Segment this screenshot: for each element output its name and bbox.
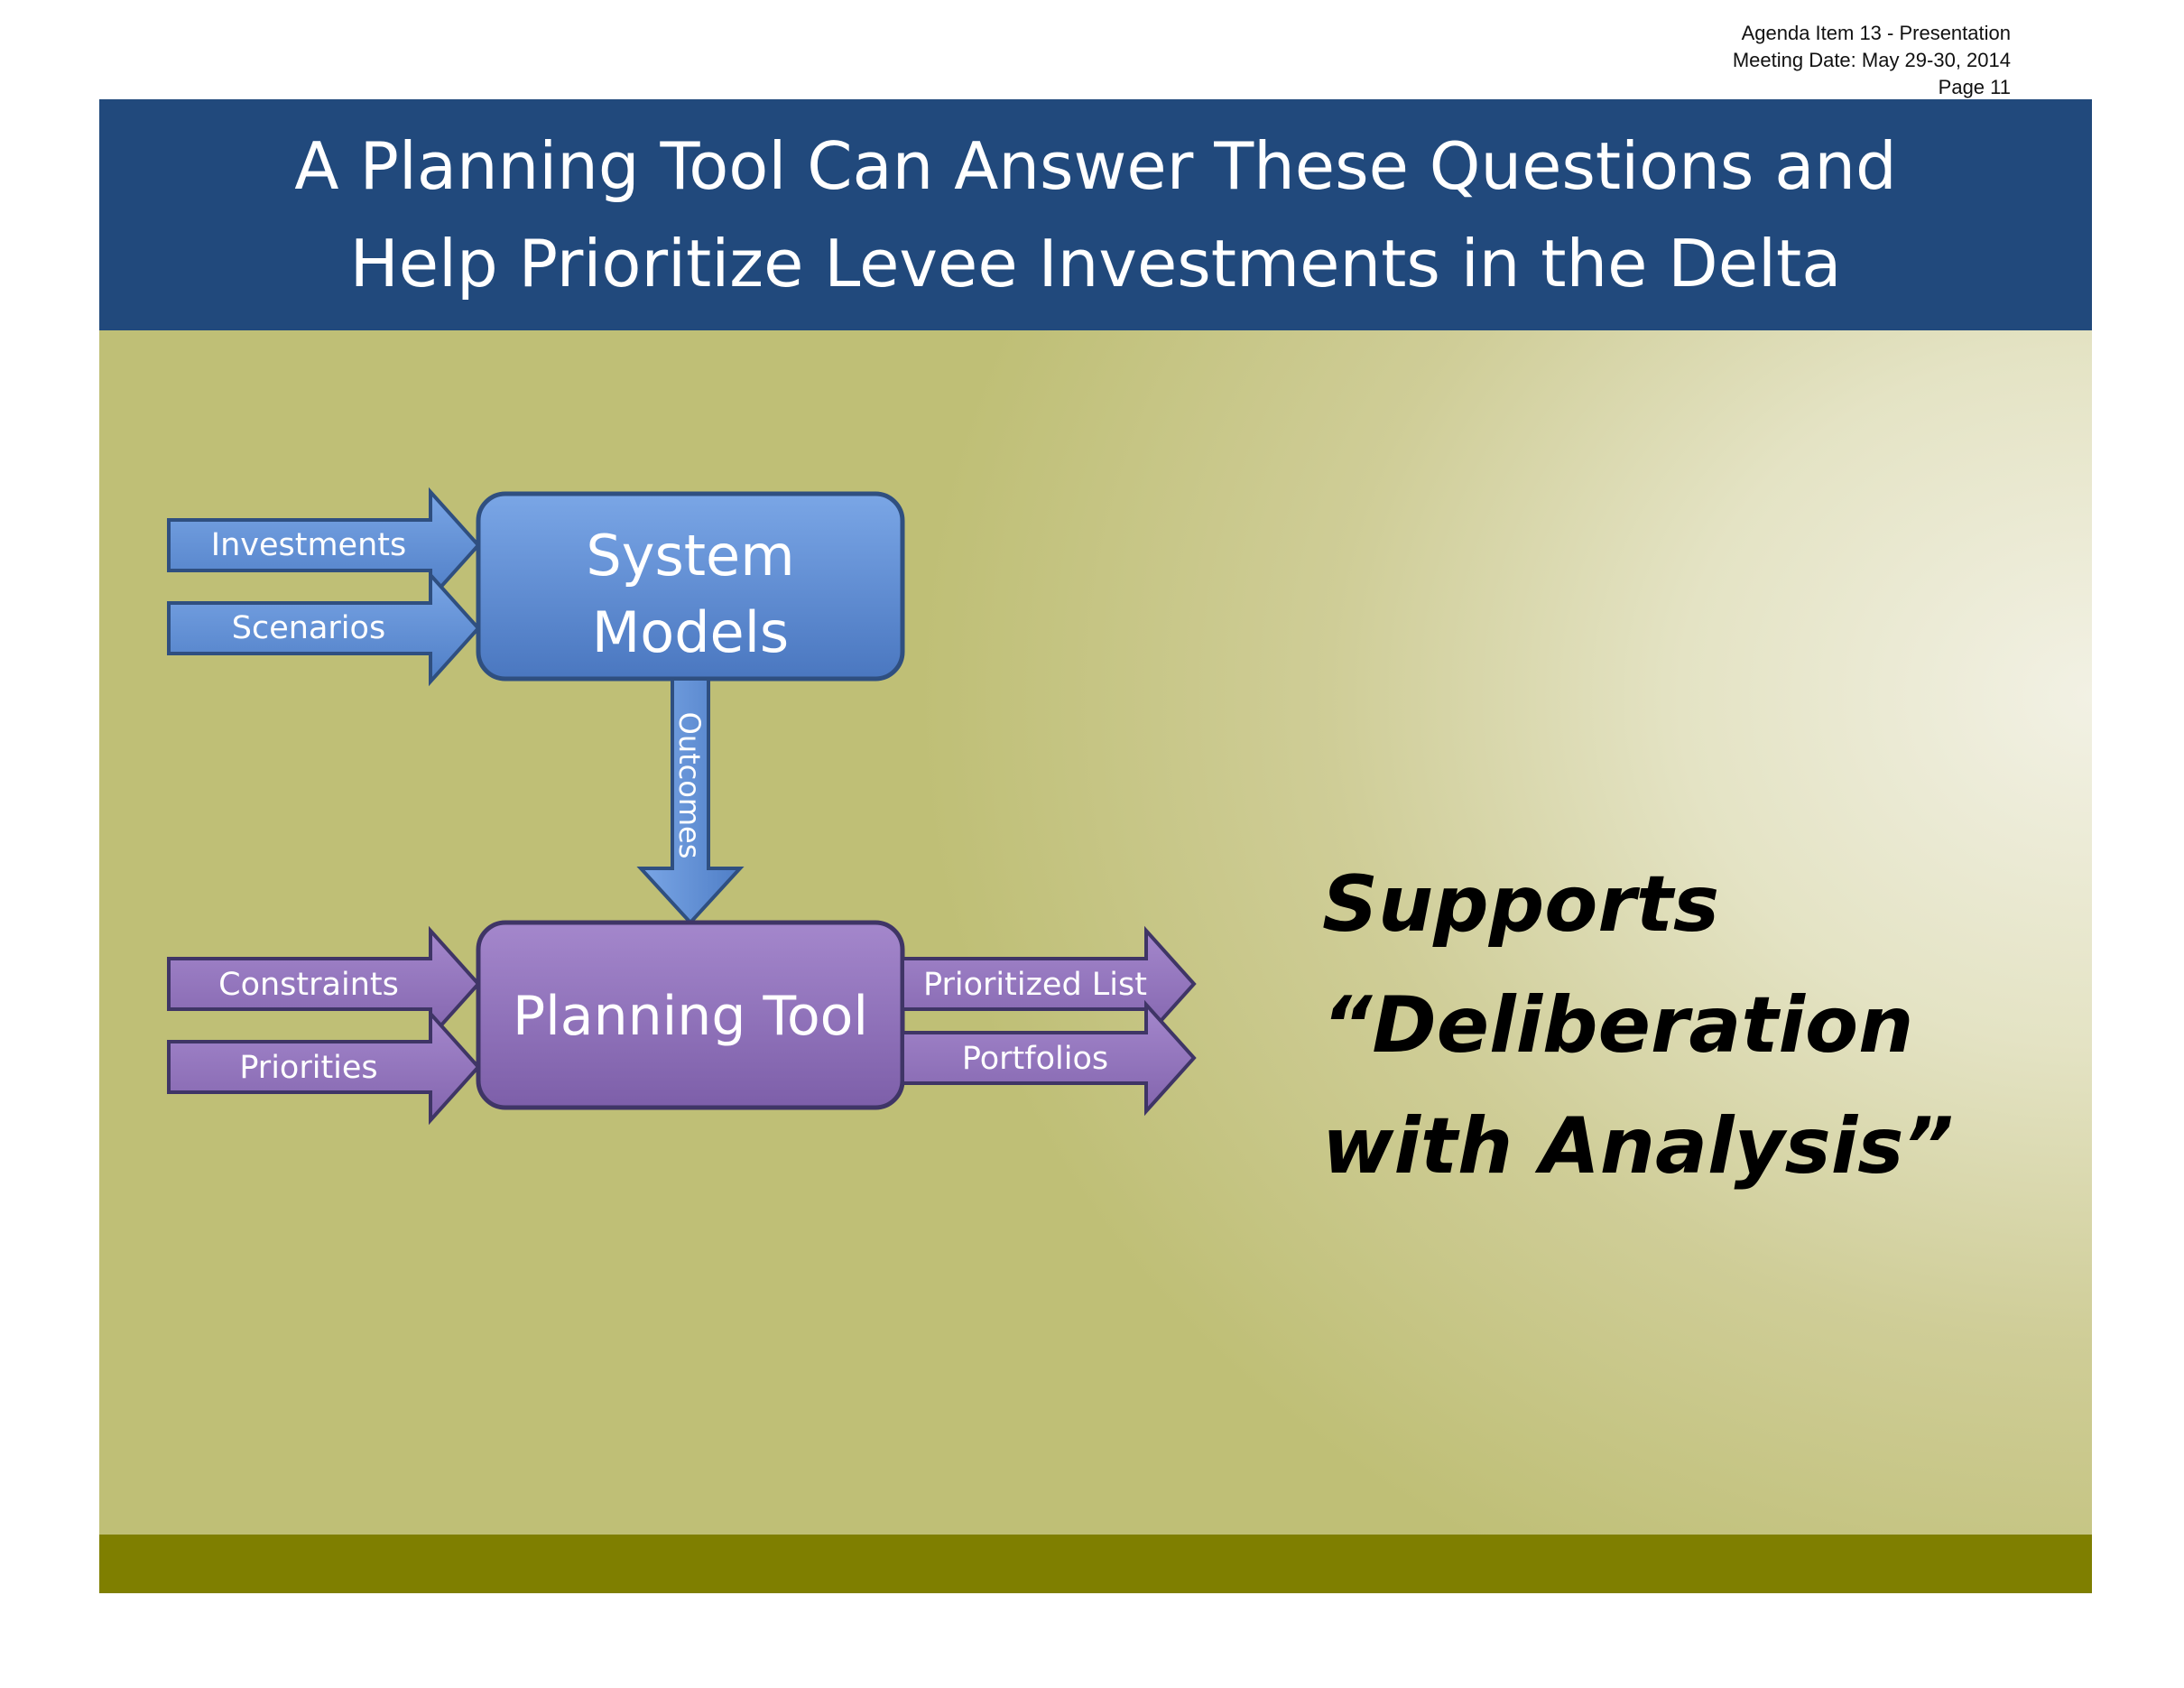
agenda-item-line: Agenda Item 13 - Presentation [1741, 22, 2011, 44]
portfolios-label: Portfolios [962, 1041, 1108, 1077]
meeting-date-line: Meeting Date: May 29-30, 2014 [1732, 49, 2011, 71]
system-models-box: System Models [476, 491, 905, 682]
constraints-label: Constraints [218, 967, 399, 1003]
callout-text: Supports “Deliberation with Analysis” [1322, 844, 2062, 1207]
input-arrow-priorities: Priorities [167, 1008, 481, 1126]
planning-tool-label: Planning Tool [513, 985, 868, 1048]
output-arrow-portfolios: Portfolios [901, 999, 1197, 1117]
input-arrow-constraints: Constraints [167, 925, 481, 1043]
planning-tool-box: Planning Tool [476, 920, 905, 1110]
system-models-line1: System [586, 523, 794, 589]
priorities-label: Priorities [239, 1050, 377, 1086]
slide: A Planning Tool Can Answer These Questio… [99, 99, 2092, 1593]
input-arrow-investments: Investments [167, 487, 481, 604]
callout-line-3: with Analysis” [1322, 1101, 1954, 1192]
system-models-line2: Models [592, 599, 789, 665]
title-line-2: Help Prioritize Levee Investments in the… [349, 226, 1842, 301]
footer-band [99, 1535, 2092, 1593]
flow-diagram: Investments Scenarios System Models Outc… [167, 487, 1197, 1126]
callout-line-2: “Deliberation [1322, 980, 1914, 1071]
title-bar: A Planning Tool Can Answer These Questio… [99, 99, 2092, 330]
callout-line-1: Supports [1322, 859, 1720, 950]
input-arrow-scenarios: Scenarios [167, 570, 481, 687]
prioritized-list-label: Prioritized List [923, 967, 1147, 1003]
investments-label: Investments [211, 527, 406, 563]
page-header: Agenda Item 13 - Presentation Meeting Da… [1469, 20, 2011, 101]
scenarios-label: Scenarios [232, 610, 385, 646]
slide-title: A Planning Tool Can Answer These Questio… [148, 117, 2043, 312]
outcomes-arrow: Outcomes [636, 677, 745, 925]
output-arrow-prioritized-list: Prioritized List [901, 925, 1197, 1043]
page-number-line: Page 11 [1938, 76, 2011, 98]
title-line-1: A Planning Tool Can Answer These Questio… [294, 128, 1897, 204]
outcomes-label: Outcomes [672, 712, 707, 859]
